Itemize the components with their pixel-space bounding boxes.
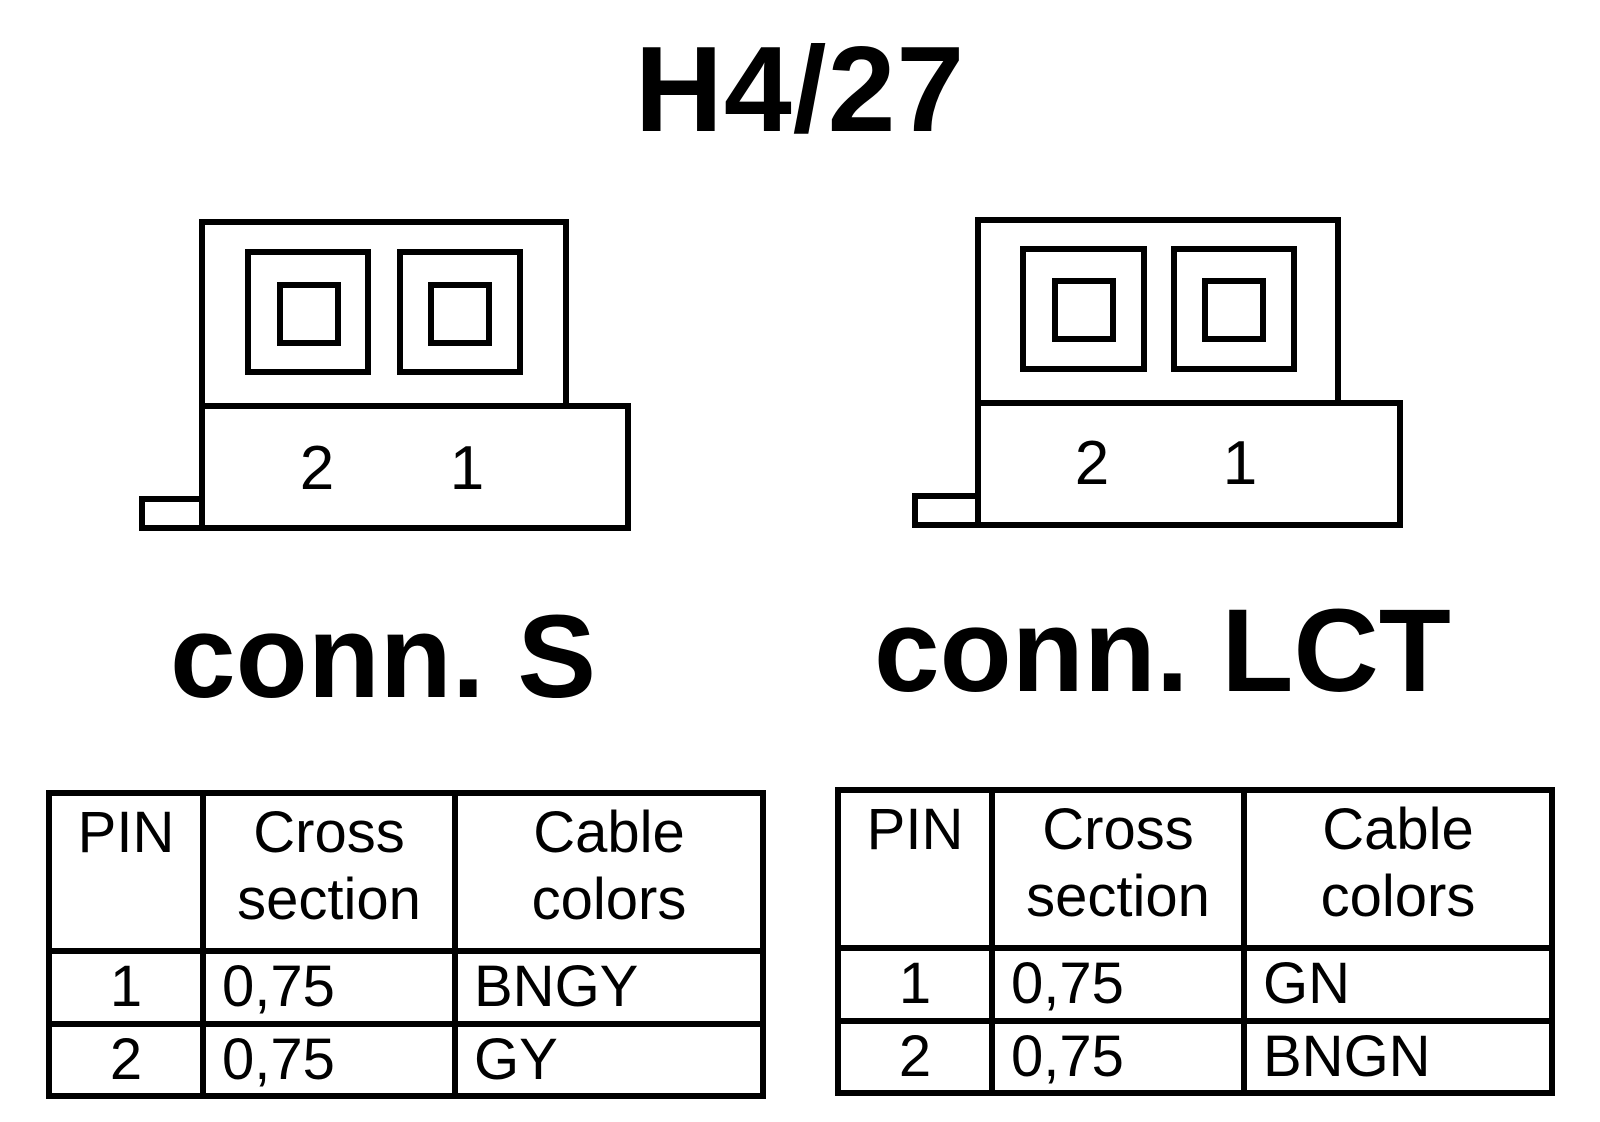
cell-cross-section: 0,75: [200, 948, 458, 1027]
table-row: 2 0,75 BNGN: [835, 1017, 1555, 1097]
connector-lct-pin-label-1: 1: [1222, 429, 1258, 498]
connector-s-table: PIN Cross section Cable colors 1 0,75 BN…: [46, 790, 766, 1100]
connector-lct-terminal-1: [1202, 278, 1266, 342]
diagram-title: H4/27: [634, 21, 966, 157]
header-pin: PIN: [46, 790, 206, 954]
cell-cross-section: 0,75: [200, 1020, 458, 1100]
header-cross-section: Cross section: [989, 787, 1247, 951]
header-cross-section: Cross section: [200, 790, 458, 954]
connector-s-terminal-2: [277, 282, 341, 346]
connector-lct-base: [975, 400, 1403, 528]
cell-cable-color: BNGN: [1241, 1017, 1555, 1097]
connector-s-base: [199, 403, 631, 531]
connector-s-pin-label-2: 2: [299, 434, 335, 503]
table-row: 2 0,75 GY: [46, 1020, 766, 1100]
cell-cross-section: 0,75: [989, 945, 1247, 1024]
connector-lct-pin-label-2: 2: [1074, 429, 1110, 498]
header-cable-colors: Cable colors: [1241, 787, 1555, 951]
connector-s-terminal-1: [428, 282, 492, 346]
cell-pin: 2: [835, 1017, 995, 1097]
connector-lct-latch: [912, 493, 981, 528]
cell-cable-color: GY: [452, 1020, 766, 1100]
cell-cable-color: BNGY: [452, 948, 766, 1027]
cell-cable-color: GN: [1241, 945, 1555, 1024]
connector-lct-label: conn. LCT: [874, 585, 1451, 717]
header-pin: PIN: [835, 787, 995, 951]
cell-pin: 1: [835, 945, 995, 1024]
table-header-row: PIN Cross section Cable colors: [835, 787, 1555, 951]
connector-s-label: conn. S: [170, 591, 597, 723]
table-row: 1 0,75 BNGY: [46, 948, 766, 1027]
header-cable-colors: Cable colors: [452, 790, 766, 954]
connector-s-latch: [139, 496, 205, 531]
cell-cross-section: 0,75: [989, 1017, 1247, 1097]
table-row: 1 0,75 GN: [835, 945, 1555, 1024]
cell-pin: 2: [46, 1020, 206, 1100]
cell-pin: 1: [46, 948, 206, 1027]
connector-s-pin-label-1: 1: [449, 434, 485, 503]
connector-lct-terminal-2: [1052, 278, 1116, 342]
table-header-row: PIN Cross section Cable colors: [46, 790, 766, 954]
connector-lct-table: PIN Cross section Cable colors 1 0,75 GN…: [835, 787, 1555, 1097]
